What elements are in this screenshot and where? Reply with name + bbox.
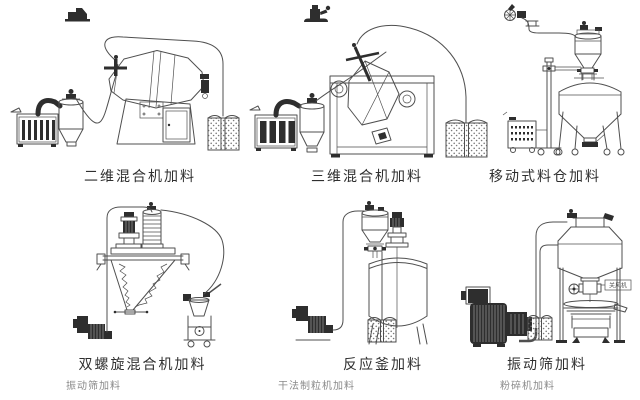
- diagram-two-dim-mixer: [5, 2, 240, 162]
- feed-pipe: [539, 244, 559, 319]
- diagram-vibrating-screen: 关风机: [455, 200, 638, 352]
- right-conveying-pipe: [160, 209, 225, 295]
- vacuum-return-pipe: [356, 24, 467, 124]
- mixer-frame: [329, 75, 435, 158]
- mixer-base: [116, 98, 196, 145]
- cone-mixer: [96, 247, 190, 315]
- reactor-illustration: [292, 201, 428, 345]
- diagram-reactor: [270, 200, 445, 352]
- caption-vibrating-screen: 振动筛加料: [507, 357, 587, 373]
- vacuum-feeder-hopper: [299, 93, 325, 153]
- bag-dump-station: [207, 115, 240, 151]
- rotary-airlock-valve: 关风机: [568, 277, 632, 295]
- mobile-silo: [555, 73, 625, 156]
- vibrating-sieve: [563, 294, 628, 343]
- caption-two-dim-mixer: 二维混合机加料: [84, 169, 196, 185]
- caption-mobile-silo: 移动式料仓加料: [489, 169, 601, 185]
- two-dim-mixer-illustration: [10, 8, 240, 151]
- left-conveying-pipe: [106, 206, 153, 333]
- vacuum-feeder-hopper: [58, 89, 84, 147]
- gear-motor: [115, 212, 143, 249]
- feed-pipe: [521, 17, 577, 38]
- diagram-mobile-silo: [495, 2, 638, 162]
- blower: [292, 306, 333, 341]
- bag-dump-station: [527, 315, 553, 341]
- vacuum-feeder: [140, 202, 164, 249]
- tablet-press-icon: [304, 5, 331, 22]
- vacuum-pipe: [332, 210, 365, 331]
- rotary-valve-label: 关风机: [609, 282, 627, 290]
- mobile-feed-station: [183, 283, 222, 348]
- storage-silo: [556, 209, 625, 343]
- mill-pump-icon: [504, 4, 540, 27]
- lifting-column: [536, 57, 581, 156]
- diagram-double-screw-mixer: [55, 200, 235, 352]
- caption-dry-granulator: 干法制粒机加料: [278, 381, 355, 392]
- caption-reactor: 反应釜加料: [343, 357, 423, 373]
- vacuum-pipe: [535, 221, 568, 329]
- agitator-motor: [385, 212, 409, 248]
- diagram-three-dim-mixer: [248, 2, 490, 162]
- feed-pipe: [74, 71, 118, 124]
- vacuum-return-pipe: [104, 36, 224, 117]
- vacuum-feeder-hopper: [361, 201, 389, 258]
- press-machine-icon: [65, 8, 90, 22]
- three-dim-mixer-illustration: [249, 5, 488, 158]
- reactor-vessel: [368, 247, 428, 345]
- suction-duct: [273, 99, 302, 118]
- caption-double-screw-mixer: 双螺旋混合机加料: [78, 357, 207, 373]
- bag-dump-station: [445, 119, 488, 158]
- vacuum-pump-cabinet: [249, 105, 298, 151]
- two-dim-mixer-drum: [104, 50, 209, 109]
- vacuum-pump-cabinet: [10, 107, 59, 147]
- blower: [73, 316, 112, 339]
- suction-duct: [35, 98, 63, 117]
- blower: [461, 286, 532, 347]
- caption-crusher: 粉碎机加料: [500, 381, 555, 392]
- caption-three-dim-mixer: 三维混合机加料: [311, 169, 423, 185]
- mobile-silo-illustration: [502, 4, 625, 156]
- vacuum-feeder-hopper: [574, 21, 602, 80]
- three-dim-drum: [330, 43, 416, 145]
- vibrating-screen-illustration: 关风机: [461, 209, 632, 347]
- caption-next-vibrating-screen: 振动筛加料: [66, 381, 121, 392]
- control-cabinet: [502, 111, 547, 153]
- double-screw-mixer-illustration: [73, 202, 225, 348]
